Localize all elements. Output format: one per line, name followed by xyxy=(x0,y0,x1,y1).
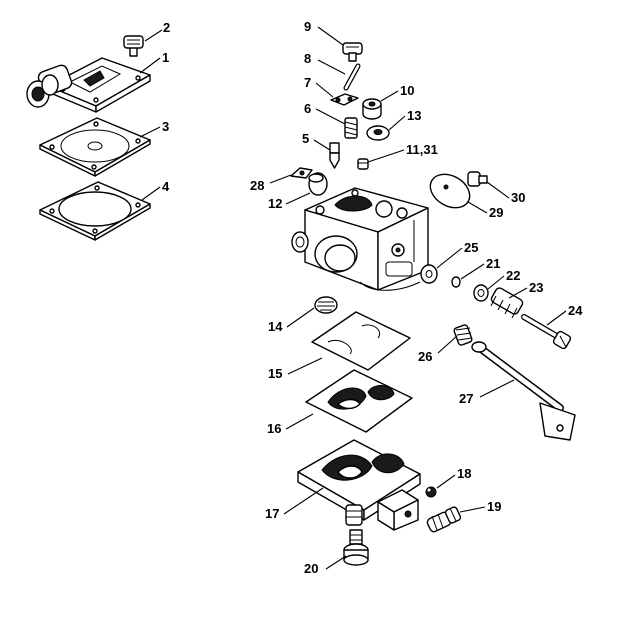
part-10-bushing xyxy=(362,98,382,120)
callout-6: 6 xyxy=(304,101,311,116)
callout-11-31: 11,31 xyxy=(406,142,438,157)
part-8-pin xyxy=(343,63,361,91)
part-29-throttle-disc xyxy=(429,173,471,209)
part-17-metering-cover xyxy=(297,439,421,531)
part-2-screw xyxy=(123,35,144,57)
part-7-lever xyxy=(330,93,359,106)
part-6-spring xyxy=(344,117,358,139)
part-28-clip xyxy=(290,167,313,179)
callout-29: 29 xyxy=(489,205,503,220)
callout-30: 30 xyxy=(511,190,525,205)
callout-28: 28 xyxy=(250,178,264,193)
part-12-plug xyxy=(308,172,328,196)
callout-25: 25 xyxy=(464,240,478,255)
part-1-pump-cover xyxy=(26,57,151,113)
callout-26: 26 xyxy=(418,349,432,364)
part-30-screw xyxy=(467,171,488,187)
carburetor-body xyxy=(291,187,429,291)
part-11-31-jet xyxy=(357,158,369,170)
part-25-washer xyxy=(420,264,438,284)
callout-3: 3 xyxy=(162,119,169,134)
callout-12: 12 xyxy=(268,196,282,211)
callout-17: 17 xyxy=(265,506,279,521)
part-27-throttle-shaft xyxy=(471,341,576,441)
callout-9: 9 xyxy=(304,19,311,34)
callout-8: 8 xyxy=(304,51,311,66)
part-23-spring xyxy=(490,287,524,319)
part-5-needle-valve xyxy=(329,142,340,169)
callout-15: 15 xyxy=(268,366,282,381)
callout-16: 16 xyxy=(267,421,281,436)
part-24-adjusting-screw xyxy=(521,314,572,350)
callout-5: 5 xyxy=(302,131,309,146)
callout-27: 27 xyxy=(459,391,473,406)
part-16-metering-diaphragm xyxy=(305,369,413,433)
part-14-screen xyxy=(314,296,338,314)
part-15-gasket xyxy=(311,311,411,371)
part-13-washer xyxy=(366,125,390,141)
callout-23: 23 xyxy=(529,280,543,295)
part-19-screw xyxy=(426,506,462,533)
part-4-gasket xyxy=(39,181,151,241)
part-3-diaphragm xyxy=(39,117,151,177)
callout-13: 13 xyxy=(407,108,421,123)
part-26-spring xyxy=(453,324,473,346)
callout-14: 14 xyxy=(268,319,283,334)
part-20-screw xyxy=(343,529,369,566)
callout-2: 2 xyxy=(163,20,170,35)
callout-22: 22 xyxy=(506,268,520,283)
callout-19: 19 xyxy=(487,499,501,514)
callout-labels: 1 2 3 4 5 6 7 8 9 10 11,31 12 13 14 15 1… xyxy=(162,19,583,576)
part-9-screw xyxy=(342,42,363,62)
callout-18: 18 xyxy=(457,466,471,481)
leader-lines xyxy=(139,26,567,570)
callout-21: 21 xyxy=(486,256,500,271)
callout-24: 24 xyxy=(568,303,583,318)
callout-1: 1 xyxy=(162,50,169,65)
part-18-ball xyxy=(425,486,437,498)
callout-4: 4 xyxy=(162,179,170,194)
callout-10: 10 xyxy=(400,83,414,98)
part-21-o-ring xyxy=(451,276,461,288)
callout-7: 7 xyxy=(304,75,311,90)
part-22-washer xyxy=(473,284,489,302)
callout-20: 20 xyxy=(304,561,318,576)
